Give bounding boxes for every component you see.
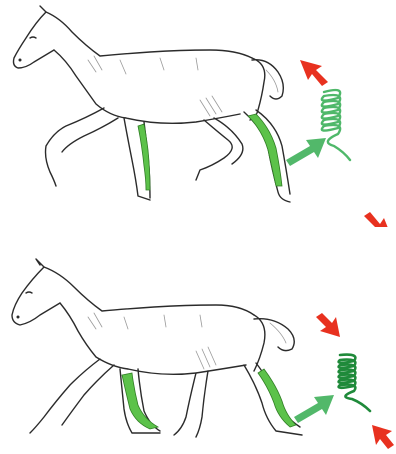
- hind-leg-muscle: [248, 114, 282, 186]
- horse-sketch-collected: [12, 259, 302, 437]
- hind-leg-muscle: [258, 369, 296, 427]
- horse-sketch-extended: [14, 6, 291, 202]
- arrow-up-left-icon: [300, 60, 328, 86]
- force-arrow-icon: [286, 138, 326, 166]
- spring-compressed-icon: [339, 355, 370, 411]
- spring-stretched-icon: [322, 90, 350, 160]
- arrow-down-right-icon: [364, 212, 392, 227]
- arrow-up-left-icon: [372, 425, 394, 449]
- arrow-down-right-icon: [316, 313, 340, 337]
- force-arrow-icon: [294, 395, 334, 423]
- panel-compressed-svg: [0, 227, 396, 454]
- front-leg-muscle: [138, 124, 150, 190]
- panel-stretched-svg: [0, 0, 396, 227]
- panel-stretched: [0, 0, 396, 227]
- panel-compressed: [0, 227, 396, 454]
